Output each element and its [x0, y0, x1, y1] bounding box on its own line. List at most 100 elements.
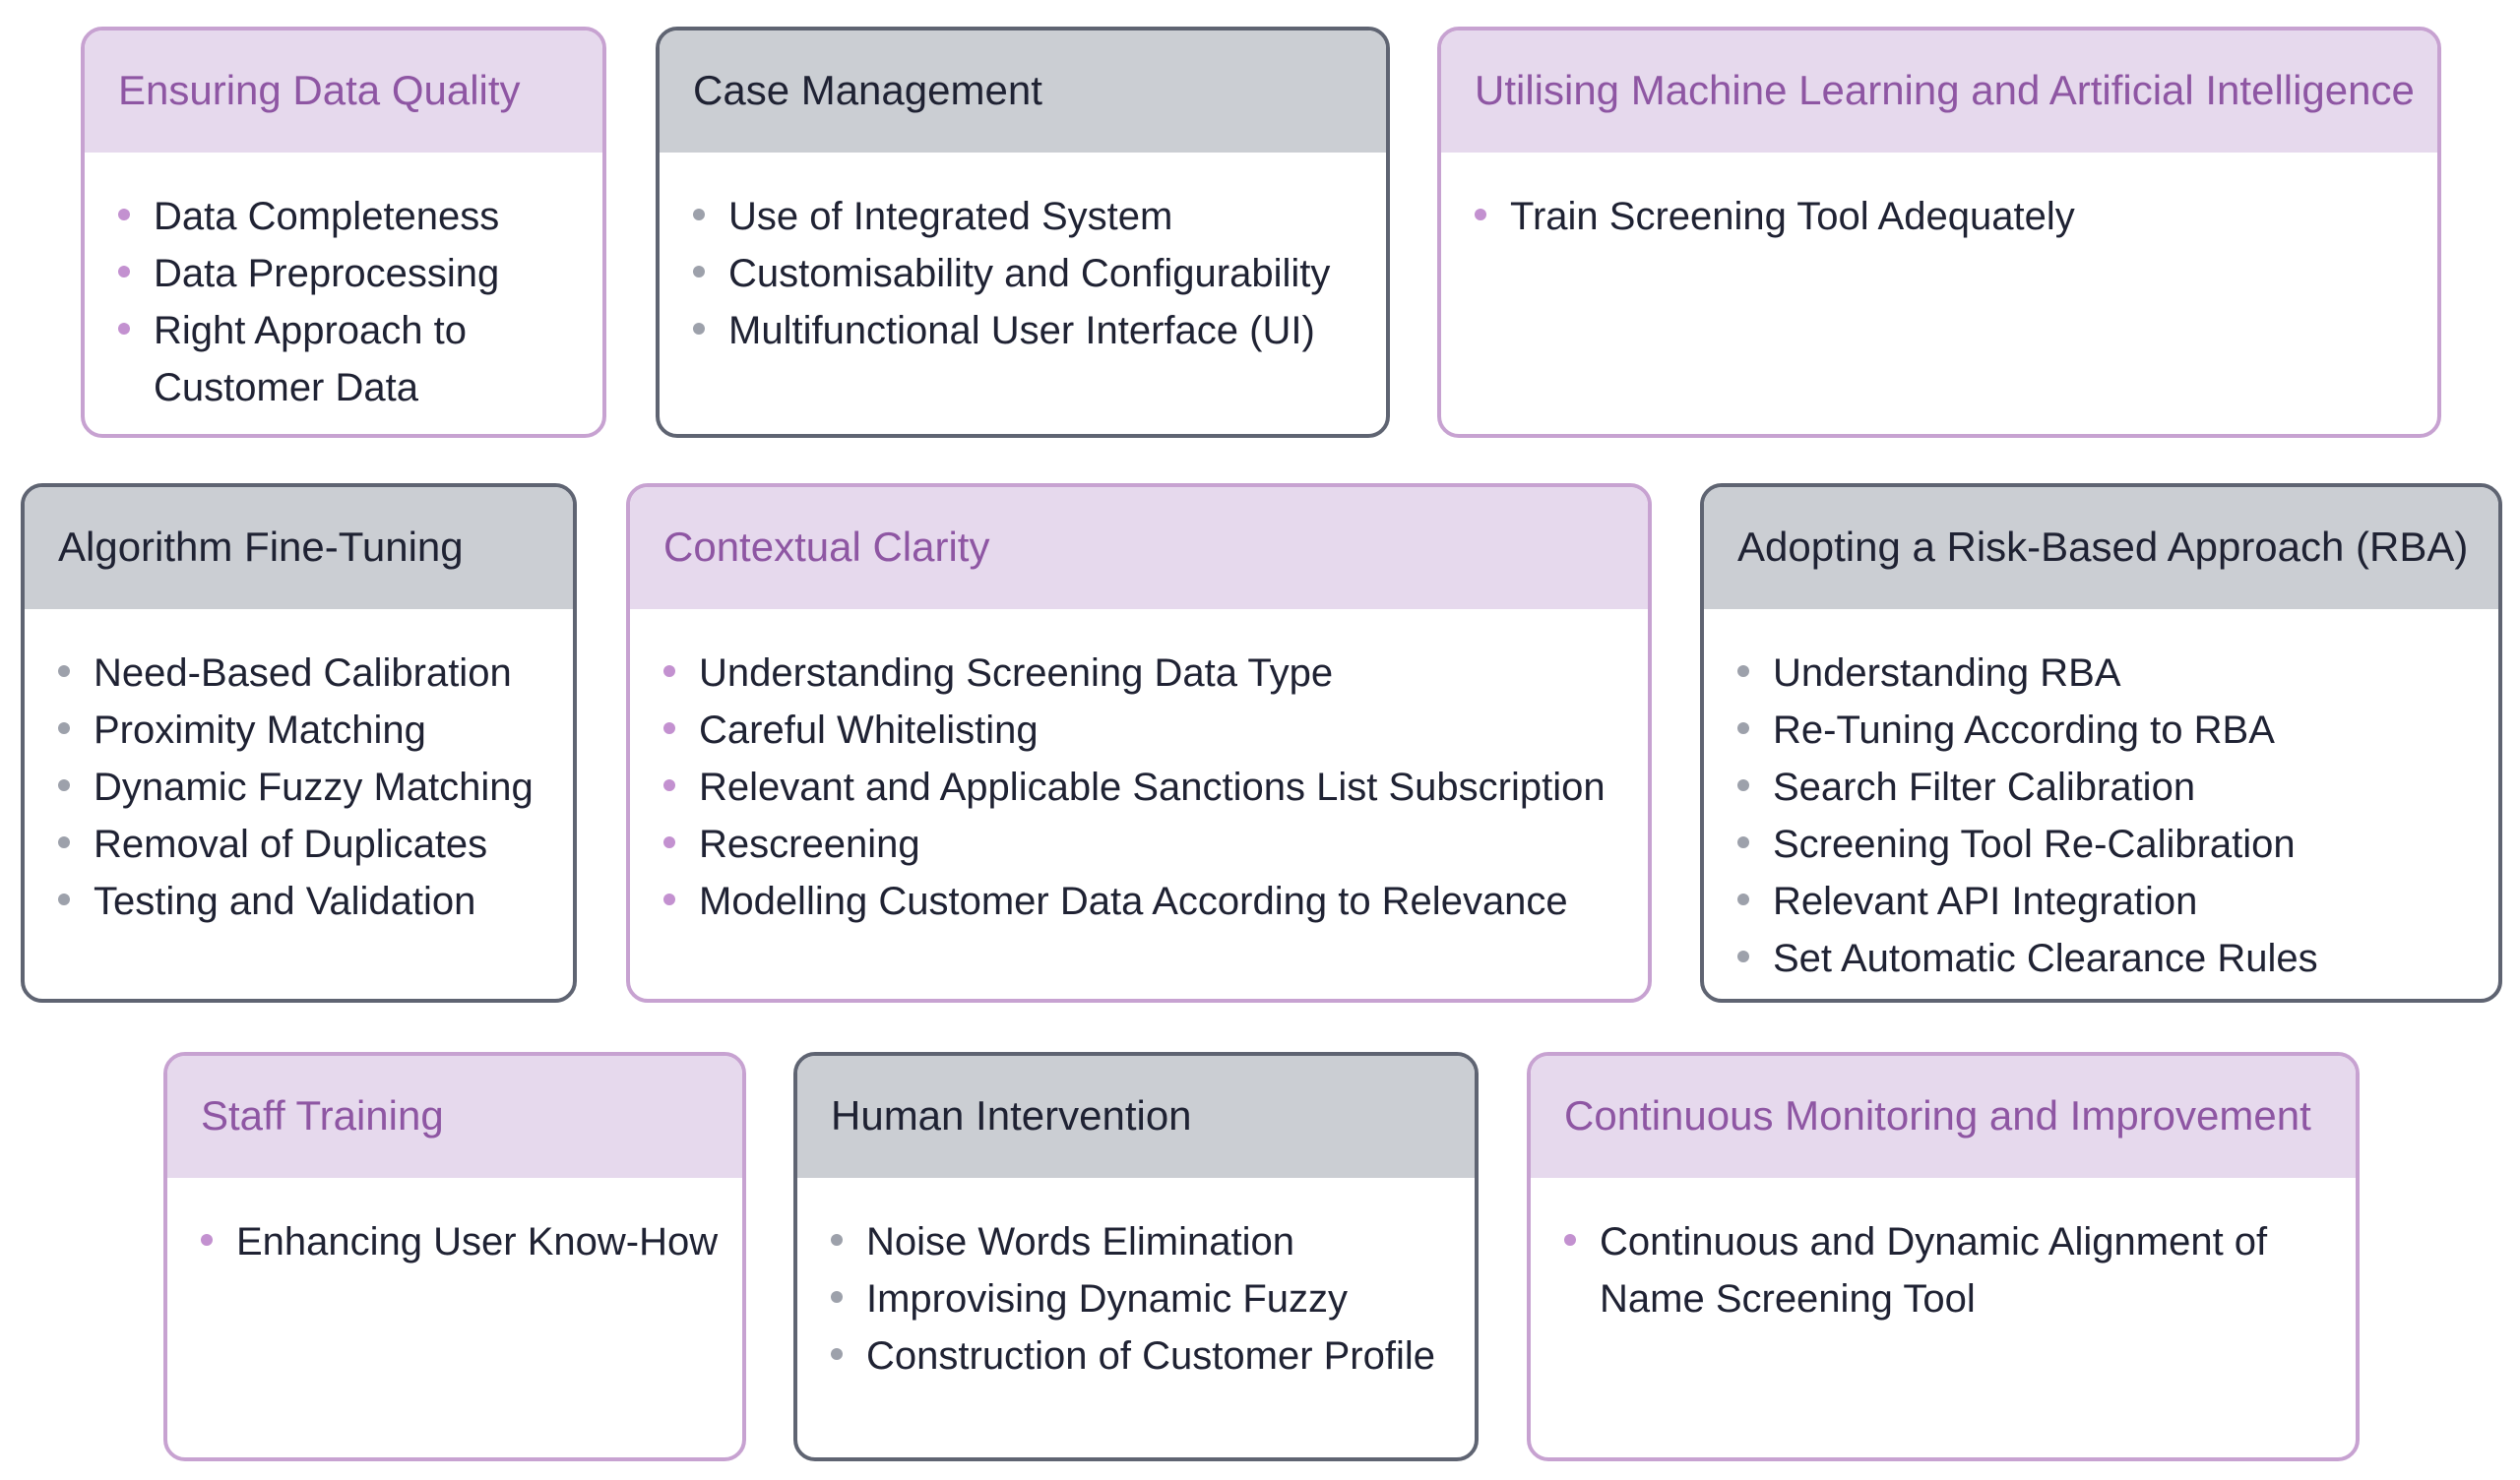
- list-item: Testing and Validation: [58, 873, 553, 930]
- list-item-label: Enhancing User Know-How: [236, 1220, 719, 1264]
- card-title: Case Management: [660, 31, 1386, 153]
- list-item: Right Approach to Customer Data: [118, 302, 478, 416]
- list-item-label: Right Approach to Customer Data: [154, 309, 467, 409]
- list-item: Relevant API Integration: [1737, 873, 2479, 930]
- card-item-list: Use of Integrated System Customisability…: [660, 153, 1386, 359]
- list-item-label: Continuous and Dynamic Alignment of Name…: [1600, 1220, 2268, 1321]
- list-item-label: Re-Tuning According to RBA: [1773, 709, 2275, 752]
- bullet-icon: [831, 1234, 843, 1246]
- card-item-list: Noise Words Elimination Improvising Dyna…: [797, 1178, 1475, 1385]
- list-item: Re-Tuning According to RBA: [1737, 702, 2479, 759]
- card-title: Continuous Monitoring and Improvement: [1531, 1056, 2356, 1178]
- card-human-intervention: Human Intervention Noise Words Eliminati…: [793, 1052, 1479, 1461]
- card-risk-based-approach: Adopting a Risk-Based Approach (RBA) Und…: [1700, 483, 2502, 1003]
- list-item-label: Rescreening: [699, 823, 920, 866]
- card-title: Adopting a Risk-Based Approach (RBA): [1704, 487, 2498, 609]
- list-item-label: Relevant and Applicable Sanctions List S…: [699, 766, 1606, 809]
- list-item: Understanding Screening Data Type: [663, 645, 1628, 702]
- bullet-icon: [58, 665, 70, 677]
- card-title: Utilising Machine Learning and Artificia…: [1441, 31, 2437, 153]
- list-item: Data Preprocessing: [118, 245, 583, 302]
- list-item-label: Need-Based Calibration: [94, 651, 512, 695]
- list-item: Continuous and Dynamic Alignment of Name…: [1564, 1213, 2269, 1327]
- list-item: Search Filter Calibration: [1737, 759, 2479, 816]
- card-title: Contextual Clarity: [630, 487, 1648, 609]
- card-item-list: Data Completeness Data Preprocessing Rig…: [85, 153, 602, 416]
- card-title: Human Intervention: [797, 1056, 1475, 1178]
- list-item-label: Testing and Validation: [94, 880, 476, 923]
- list-item: Customisability and Configurability: [693, 245, 1366, 302]
- card-staff-training: Staff Training Enhancing User Know-How: [163, 1052, 746, 1461]
- bullet-icon: [58, 779, 70, 791]
- list-item: Train Screening Tool Adequately: [1475, 188, 2418, 245]
- bullet-icon: [1737, 894, 1749, 905]
- list-item: Enhancing User Know-How: [201, 1213, 723, 1270]
- list-item: Relevant and Applicable Sanctions List S…: [663, 759, 1628, 816]
- bullet-icon: [118, 323, 130, 335]
- card-algorithm-fine-tuning: Algorithm Fine-Tuning Need-Based Calibra…: [21, 483, 577, 1003]
- card-item-list: Enhancing User Know-How: [167, 1178, 742, 1270]
- list-item-label: Data Completeness: [154, 195, 500, 238]
- list-item: Dynamic Fuzzy Matching: [58, 759, 553, 816]
- list-item-label: Relevant API Integration: [1773, 880, 2198, 923]
- card-case-management: Case Management Use of Integrated System…: [656, 27, 1390, 438]
- list-item-label: Careful Whitelisting: [699, 709, 1039, 752]
- list-item: Modelling Customer Data According to Rel…: [663, 873, 1628, 930]
- list-item: Proximity Matching: [58, 702, 553, 759]
- bullet-icon: [693, 209, 705, 220]
- bullet-icon: [1737, 665, 1749, 677]
- card-item-list: Understanding Screening Data Type Carefu…: [630, 609, 1648, 930]
- list-item: Rescreening: [663, 816, 1628, 873]
- bullet-icon: [118, 209, 130, 220]
- bullet-icon: [693, 266, 705, 278]
- bullet-icon: [693, 323, 705, 335]
- card-item-list: Understanding RBA Re-Tuning According to…: [1704, 609, 2498, 987]
- bullet-icon: [58, 722, 70, 734]
- list-item-label: Modelling Customer Data According to Rel…: [699, 880, 1568, 923]
- bullet-icon: [663, 665, 675, 677]
- list-item-label: Proximity Matching: [94, 709, 426, 752]
- list-item-label: Search Filter Calibration: [1773, 766, 2196, 809]
- list-item-label: Screening Tool Re-Calibration: [1773, 823, 2296, 866]
- bullet-icon: [831, 1348, 843, 1360]
- card-machine-learning-ai: Utilising Machine Learning and Artificia…: [1437, 27, 2441, 438]
- list-item: Multifunctional User Interface (UI): [693, 302, 1366, 359]
- bullet-icon: [663, 894, 675, 905]
- bullet-icon: [1564, 1234, 1576, 1246]
- card-continuous-monitoring: Continuous Monitoring and Improvement Co…: [1527, 1052, 2360, 1461]
- list-item: Data Completeness: [118, 188, 583, 245]
- list-item: Removal of Duplicates: [58, 816, 553, 873]
- list-item: Careful Whitelisting: [663, 702, 1628, 759]
- list-item: Use of Integrated System: [693, 188, 1366, 245]
- bullet-icon: [118, 266, 130, 278]
- list-item-label: Improvising Dynamic Fuzzy: [866, 1277, 1349, 1321]
- list-item-label: Train Screening Tool Adequately: [1510, 195, 2075, 238]
- list-item: Construction of Customer Profile: [831, 1327, 1455, 1385]
- bullet-icon: [201, 1234, 213, 1246]
- bullet-icon: [663, 722, 675, 734]
- list-item-label: Use of Integrated System: [728, 195, 1173, 238]
- card-title: Staff Training: [167, 1056, 742, 1178]
- list-item-label: Customisability and Configurability: [728, 252, 1331, 295]
- bullet-icon: [58, 836, 70, 848]
- card-title: Ensuring Data Quality: [85, 31, 602, 153]
- bullet-icon: [1737, 722, 1749, 734]
- list-item: Set Automatic Clearance Rules: [1737, 930, 2479, 987]
- card-title: Algorithm Fine-Tuning: [25, 487, 573, 609]
- bullet-icon: [831, 1291, 843, 1303]
- card-item-list: Need-Based Calibration Proximity Matchin…: [25, 609, 573, 930]
- bullet-icon: [58, 894, 70, 905]
- card-ensuring-data-quality: Ensuring Data Quality Data Completeness …: [81, 27, 606, 438]
- list-item-label: Dynamic Fuzzy Matching: [94, 766, 534, 809]
- list-item-label: Understanding Screening Data Type: [699, 651, 1334, 695]
- list-item: Noise Words Elimination: [831, 1213, 1455, 1270]
- list-item-label: Understanding RBA: [1773, 651, 2121, 695]
- list-item-label: Data Preprocessing: [154, 252, 500, 295]
- card-item-list: Train Screening Tool Adequately: [1441, 153, 2437, 245]
- bullet-icon: [663, 836, 675, 848]
- list-item: Improvising Dynamic Fuzzy: [831, 1270, 1455, 1327]
- list-item-label: Set Automatic Clearance Rules: [1773, 937, 2318, 980]
- card-contextual-clarity: Contextual Clarity Understanding Screeni…: [626, 483, 1652, 1003]
- bullet-icon: [1475, 209, 1486, 220]
- card-item-list: Continuous and Dynamic Alignment of Name…: [1531, 1178, 2356, 1327]
